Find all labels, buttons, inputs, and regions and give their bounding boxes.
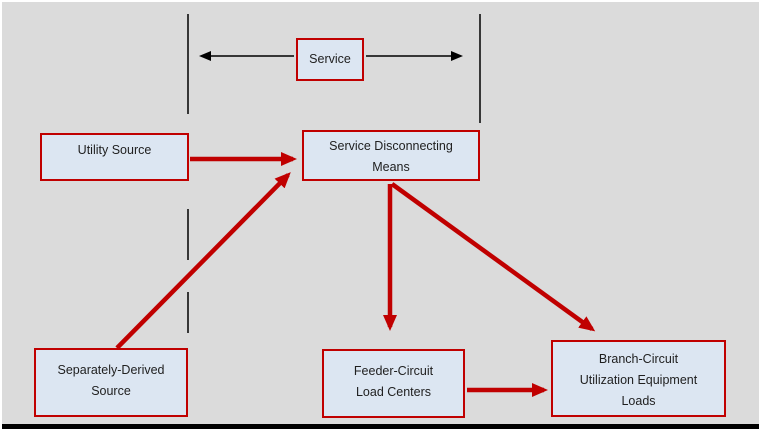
arrow-sdm-to-branch xyxy=(390,182,596,332)
node-branch-circuit-loads: Branch-Circuit Utilization Equipment Loa… xyxy=(551,340,726,417)
node-branch-label-line2: Utilization Equipment xyxy=(579,373,698,387)
node-branch-label-line1: Branch-Circuit xyxy=(598,352,679,366)
node-branch-label-line3: Loads xyxy=(621,394,656,408)
node-utility-source: Utility Source xyxy=(40,133,189,181)
node-feeder-label-line2: Load Centers xyxy=(355,385,432,399)
node-separately-label-line1: Separately-Derived xyxy=(57,363,165,377)
node-utility-source-label: Utility Source xyxy=(77,143,152,157)
node-sdm-label-line1: Service Disconnecting xyxy=(329,139,453,153)
node-service-disconnecting-means: Service Disconnecting Means xyxy=(302,130,480,181)
bottom-black-bar xyxy=(2,424,759,429)
node-feeder-circuit-load-centers: Feeder-Circuit Load Centers xyxy=(322,349,465,418)
node-feeder-label-line1: Feeder-Circuit xyxy=(353,364,434,378)
arrow-separately-to-sdm xyxy=(115,172,291,350)
node-sdm-label-line2: Means xyxy=(372,160,410,174)
node-separately-derived-source: Separately-Derived Source xyxy=(34,348,188,417)
node-service-label: Service xyxy=(309,52,351,66)
node-service: Service xyxy=(296,38,364,81)
node-separately-label-line2: Source xyxy=(91,384,131,398)
